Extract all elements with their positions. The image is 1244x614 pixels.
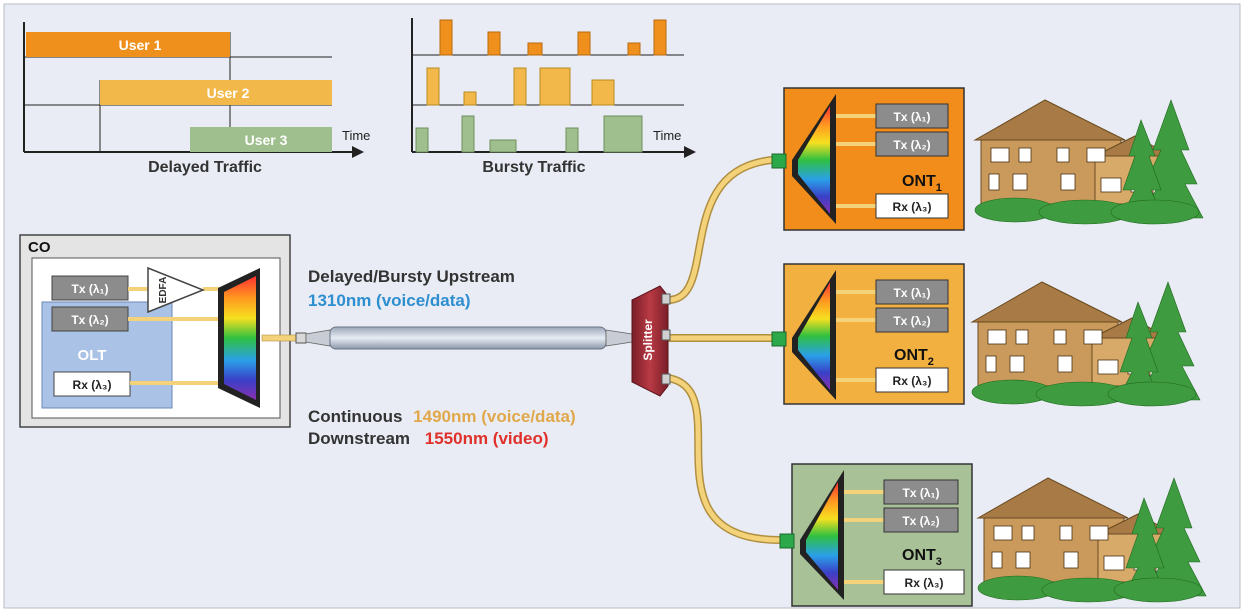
delayed-traffic-caption: Delayed Traffic [148,159,262,176]
user1-bar [26,32,230,57]
wavelength-1490: 1490nm (voice/data) [413,407,576,426]
olt-label: OLT [78,347,107,364]
ont3-tx2-label: Tx (λ₂) [902,514,939,528]
ont-3: Tx (λ₁) Tx (λ₂) Rx (λ₃) ONT3 [779,463,973,607]
ont2-label: ONT2 [894,347,934,368]
ont-2: Tx (λ₁) Tx (λ₂) Rx (λ₃) ONT2 [771,263,965,405]
drop-fibers [664,156,784,544]
ont2-rx-label: Rx (λ₃) [893,374,932,388]
ont3-rx-label: Rx (λ₃) [905,576,944,590]
wavelength-1550: 1550nm (video) [425,429,549,448]
bursty-time-label: Time [653,128,681,143]
ont2-tx1-label: Tx (λ₁) [894,286,931,300]
user2-bar [100,80,332,105]
bursty-traffic-chart: Time Bursty Traffic [411,18,696,176]
delayed-traffic-chart: User 1 User 2 User 3 Time Delayed Traffi… [23,22,370,176]
delayed-time-label: Time [342,128,370,143]
ont1-tx2-label: Tx (λ₂) [893,138,930,152]
bursty-x-arrow [684,146,696,158]
co-tx1 [51,275,129,301]
splitter-label: Splitter [641,319,655,361]
ont1-tx1-label: Tx (λ₁) [894,110,931,124]
user1-label: User 1 [119,37,162,53]
co-box: CO OLT Tx (λ₁) Tx (λ₂) Rx (λ₃) EDFA [19,234,291,428]
ont3-tx1-label: Tx (λ₁) [903,486,940,500]
trunk-cable [329,326,607,350]
edfa-label: EDFA [158,277,169,304]
co-tx2-label: Tx (λ₂) [71,313,108,327]
splitter: Splitter [631,285,671,397]
delayed-x-arrow [352,146,364,158]
house-2 [970,281,1201,407]
co-tx1-label: Tx (λ₁) [72,282,109,296]
co-rx [53,371,131,397]
house-1 [973,99,1204,225]
bursty-traffic-caption: Bursty Traffic [482,159,585,176]
co-label: CO [28,239,51,256]
downstream-word: Downstream [308,429,410,448]
user3-bar [190,127,332,152]
upstream-line1: Delayed/Bursty Upstream [308,267,515,286]
house-3 [976,477,1207,603]
downstream-line2: Downstream 1550nm (video) [308,429,549,448]
ont1-rx-label: Rx (λ₃) [893,200,932,214]
upstream-line2: 1310nm (voice/data) [308,291,471,310]
downstream-line1: Continuous 1490nm (voice/data) [308,407,576,426]
ont1-label: ONT1 [902,173,942,194]
user2-label: User 2 [207,85,250,101]
ont2-tx2-label: Tx (λ₂) [893,314,930,328]
co-rx-label: Rx (λ₃) [73,378,112,392]
edfa-amplifier [147,266,206,314]
ont3-label: ONT3 [902,547,942,568]
user3-label: User 3 [245,132,288,148]
ont-1: Tx (λ₁) Tx (λ₂) Rx (λ₃) ONT1 [771,87,965,231]
continuous-word: Continuous [308,407,402,426]
